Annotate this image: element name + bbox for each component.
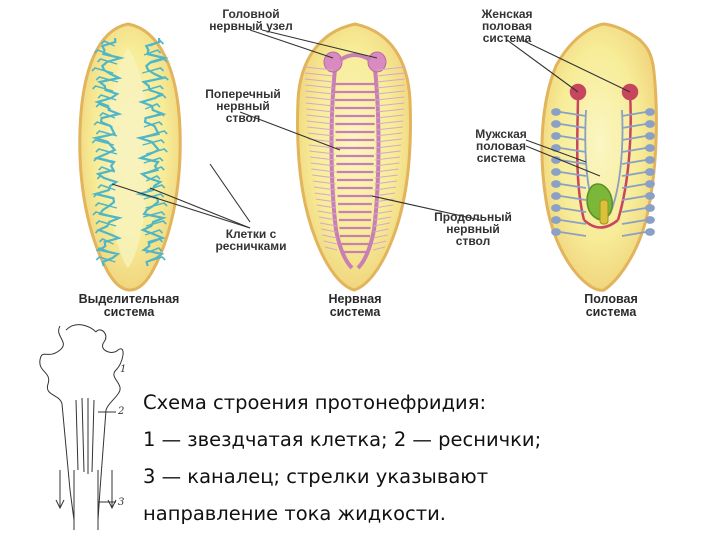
caption-line: 3 — каналец; стрелки указывают — [143, 458, 713, 495]
caption-line: Схема строения протонефридия: — [143, 384, 713, 421]
excretory-system-figure — [80, 24, 180, 290]
protonephridium-number-1: 1 — [120, 364, 126, 375]
protonephridium-number-2: 2 — [118, 406, 124, 417]
label-longitudinal-trunk: Продольный нервный ствол — [418, 211, 528, 247]
protonephridium-sketch — [40, 325, 123, 530]
label-male-system: Мужская половая система — [446, 128, 556, 164]
protonephridium-caption: Схема строения протонефридия: 1 — звездч… — [143, 384, 713, 532]
label-female-system: Женская половая система — [452, 8, 562, 44]
protonephridium-number-3: 3 — [118, 497, 124, 508]
caption-line: 1 — звездчатая клетка; 2 — реснички; — [143, 421, 713, 458]
label-transverse-trunk: Поперечный нервный ствол — [188, 88, 298, 124]
nervous-system-figure — [298, 24, 411, 290]
cilia-bundle — [76, 398, 94, 474]
copulatory-organ — [600, 200, 608, 224]
caption-reproductive-system: Половая система — [556, 293, 666, 319]
flame-cell-outline — [40, 326, 123, 520]
reproductive-system-figure — [542, 24, 656, 290]
label-ciliated-cells: Клетки с ресничками — [196, 228, 306, 252]
label-head-ganglion: Головной нервный узел — [196, 8, 306, 32]
tubule — [74, 470, 98, 530]
caption-line: направление тока жидкости. — [143, 495, 713, 532]
caption-excretory-system: Выделительная система — [64, 293, 194, 319]
caption-nervous-system: Нервная система — [300, 293, 410, 319]
